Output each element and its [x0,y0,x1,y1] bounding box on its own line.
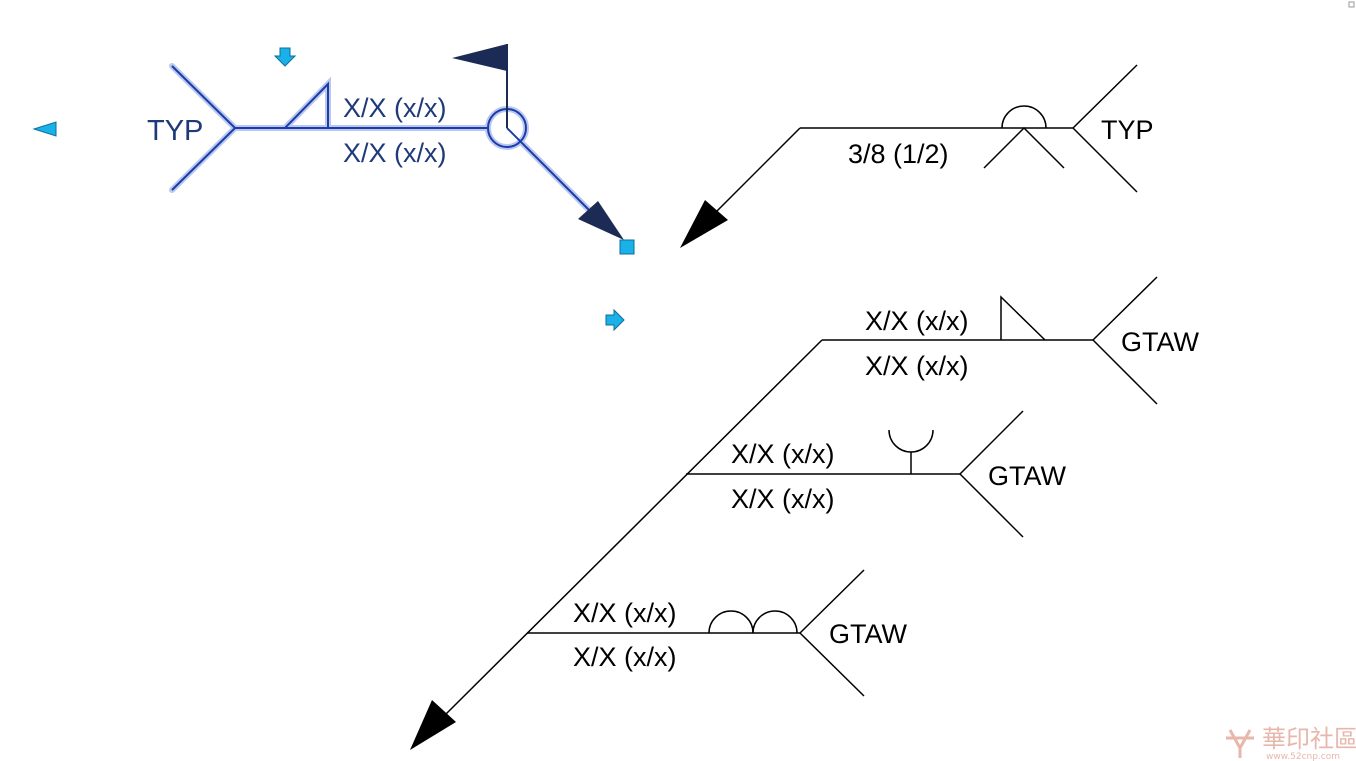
endpoint-grip-icon[interactable] [619,239,635,255]
leader-line[interactable] [444,339,823,716]
flare-weld-icon [888,429,934,453]
leader-line[interactable] [506,127,601,222]
melt-through-weld-icon [1001,105,1047,129]
arrowhead-icon [578,201,624,240]
groove-weld-icon [983,126,1065,169]
other-side-dimension: X/X (x/x) [343,138,447,168]
tail-upper-line[interactable] [1072,64,1138,129]
watermark: 華印社區 www.52cnp.com [1226,725,1356,761]
field-weld-flag-icon [452,44,507,71]
fillet-weld-icon [1000,295,1046,341]
tail-3-upper-line[interactable] [799,569,865,634]
tail-1-upper-line[interactable] [1092,276,1158,341]
move-down-grip-icon[interactable] [273,47,297,67]
tail-lower-line[interactable] [171,127,236,191]
line-2-bottom-dimension: X/X (x/x) [731,484,835,514]
tail-1-note: GTAW [1121,327,1199,357]
tail-upper-line[interactable] [171,65,236,129]
line-1-top-dimension: X/X (x/x) [865,306,969,336]
weld-symbol-top-right[interactable] [680,64,1138,248]
tail-grip-icon[interactable] [32,121,57,137]
line-2-top-dimension: X/X (x/x) [731,439,835,469]
tail-2-lower-line[interactable] [959,473,1024,538]
corner-mark-icon [1348,1,1355,8]
back-weld-icon-1 [708,610,754,634]
line-3-top-dimension: X/X (x/x) [573,598,677,628]
tail-3-lower-line[interactable] [799,632,865,697]
leader-line[interactable] [714,127,801,214]
selected-weld-symbol[interactable]: TYP X/X (x/x) X/X (x/x) [147,44,624,240]
weld-symbol-multi-reference[interactable] [410,276,1158,750]
line-3-bottom-dimension: X/X (x/x) [573,642,677,672]
tail-2-upper-line[interactable] [959,410,1024,475]
arrow-side-dimension: X/X (x/x) [343,93,447,123]
move-right-grip-icon[interactable] [605,308,625,332]
tail-1-lower-line[interactable] [1092,339,1158,405]
arrowhead-icon [680,200,728,248]
tail-2-note: GTAW [988,461,1066,491]
tail-note: TYP [1101,115,1154,145]
watermark-url: www.52cnp.com [1266,752,1340,761]
line-1-bottom-dimension: X/X (x/x) [865,351,969,381]
tail-3-note: GTAW [829,619,907,649]
arrowhead-icon [410,700,456,750]
watermark-logo-icon [1226,729,1254,758]
watermark-name: 華印社區 [1262,725,1356,753]
arrow-side-dimension: 3/8 (1/2) [848,139,949,169]
tail-lower-line[interactable] [1072,127,1138,193]
tail-note: TYP [147,115,203,147]
back-weld-icon-2 [752,610,798,634]
fillet-weld-icon [284,81,329,129]
